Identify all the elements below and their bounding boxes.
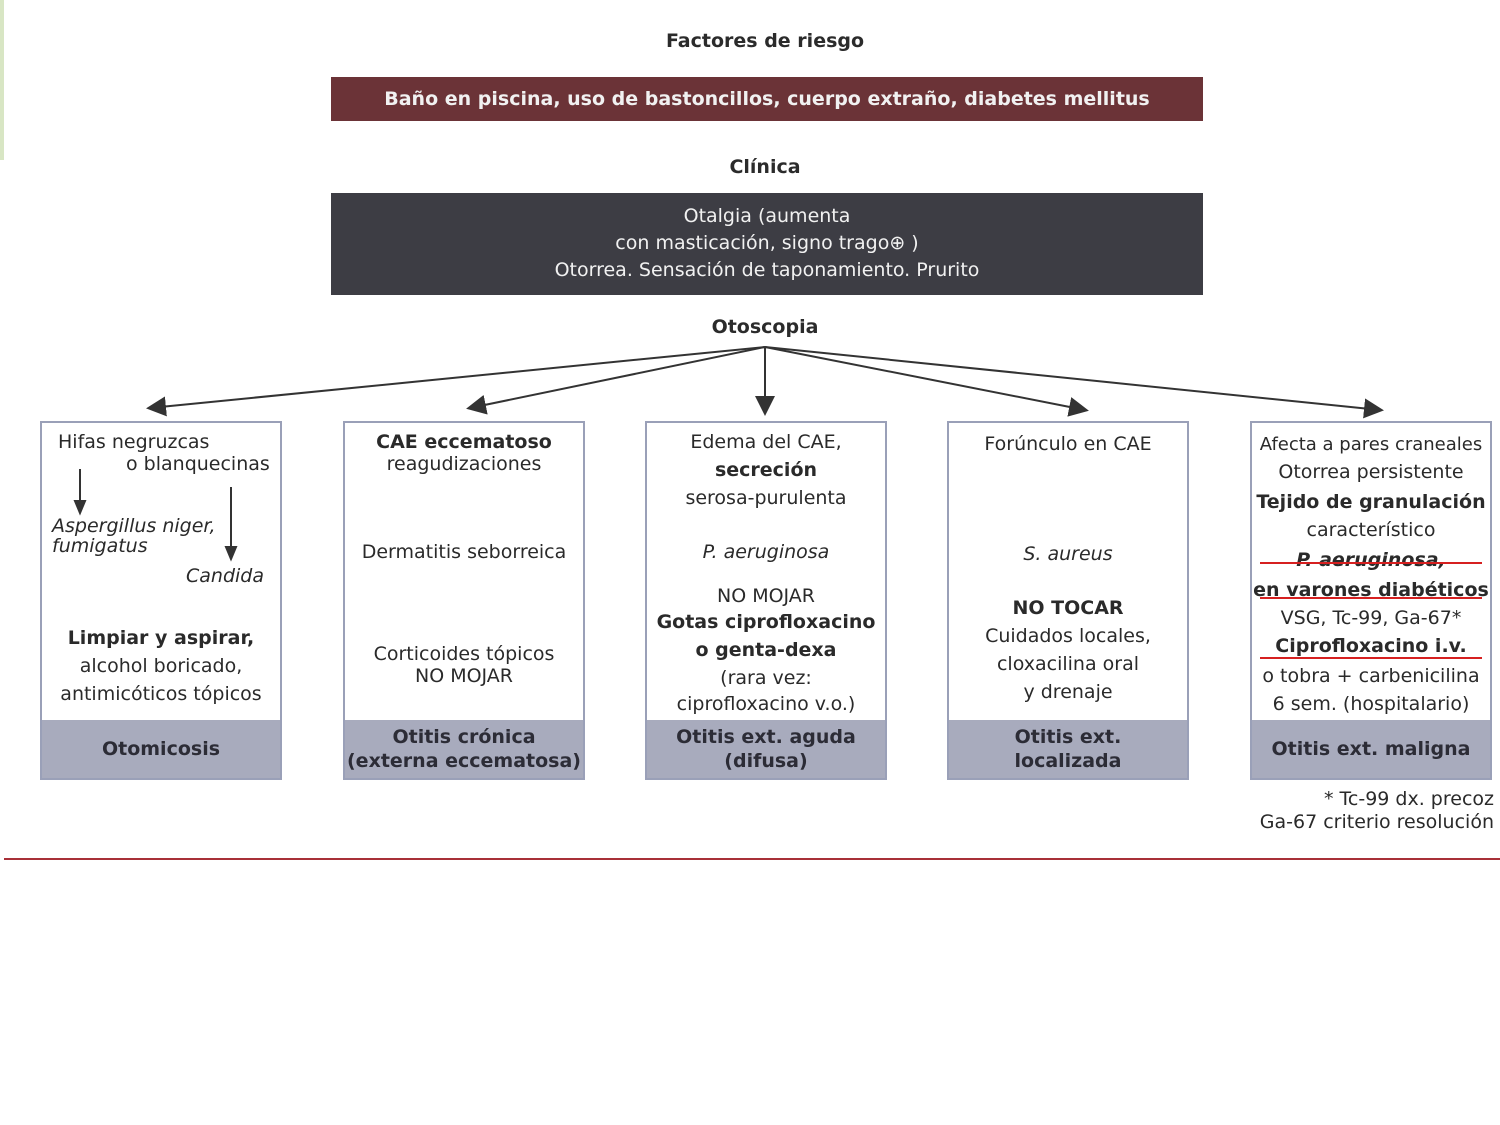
otomicosis-arrows (73, 469, 238, 562)
otomicosis-treatment-3: antimicóticos tópicos (60, 683, 262, 705)
footer-otomicosis-label: Otomicosis (101, 738, 221, 760)
clinic-line-3: Otorrea. Sensación de taponamiento. Prur… (554, 259, 980, 281)
organism-aspergillus: Aspergillus niger, (52, 515, 216, 537)
footer-otomicosis: Otomicosis (42, 720, 280, 778)
aguda-line-3: serosa-purulenta (685, 487, 847, 509)
cronica-treatment-1: Corticoides tópicos (373, 643, 555, 665)
cronica-cause: Dermatitis seborreica (361, 541, 567, 563)
maligna-line-6: en varones diabéticos (1253, 579, 1489, 601)
cronica-treatment-2: NO MOJAR (414, 665, 514, 687)
localizada-treatment-3: cloxacilina oral (996, 653, 1140, 675)
otomicosis-treatment-1: Limpiar y aspirar, (67, 627, 255, 649)
cronica-line-2: reagudizaciones (386, 453, 542, 475)
arrow-to-maligna (764, 346, 1384, 419)
heading-clinica: Clínica (729, 156, 801, 178)
maligna-line-2: Otorrea persistente (1278, 461, 1464, 483)
aguda-line-2: secreción (714, 459, 818, 481)
box-otitis-aguda: Edema del CAE, secreción serosa-purulent… (645, 421, 887, 780)
red-strike-line-3 (1260, 657, 1482, 659)
footnote-line-2: Ga-67 criterio resolución (1259, 811, 1494, 833)
arrow-to-cronica (466, 346, 766, 415)
otomicosis-line-1: Hifas negruzcas (58, 431, 210, 453)
maligna-line-8: Ciprofloxacino i.v. (1275, 635, 1467, 657)
footer-localizada-line-2: localizada (1014, 750, 1122, 772)
left-edge-decoration (0, 0, 4, 160)
footnote-line-1: * Tc-99 dx. precoz (1323, 788, 1494, 810)
maligna-line-4: característico (1306, 519, 1436, 541)
maligna-line-10: 6 sem. (hospitalario) (1272, 693, 1470, 715)
footer-otitis-cronica: Otitis crónica (externa eccematosa) (345, 720, 583, 778)
footer-otitis-localizada: Otitis ext. localizada (949, 720, 1187, 778)
heading-factores-riesgo: Factores de riesgo (665, 30, 865, 52)
red-strike-line-1 (1260, 562, 1482, 564)
footer-aguda-line-2: (difusa) (724, 750, 808, 772)
maligna-line-5: P. aeruginosa, (1296, 549, 1446, 571)
organism-candida: Candida (186, 565, 264, 587)
footer-otitis-aguda: Otitis ext. aguda (difusa) (647, 720, 885, 778)
box-otitis-maligna: Afecta a pares craneales Otorrea persist… (1250, 421, 1492, 780)
maligna-line-1: Afecta a pares craneales (1259, 434, 1483, 455)
localizada-treatment-1: NO TOCAR (1012, 597, 1124, 619)
footer-otitis-maligna: Otitis ext. maligna (1252, 720, 1490, 778)
box-otitis-cronica: CAE eccematoso reagudizaciones Dermatiti… (343, 421, 585, 780)
aguda-line-1: Edema del CAE, (690, 431, 842, 453)
arrow-to-otomicosis (146, 346, 766, 417)
clinic-line-1: Otalgia (aumenta (683, 205, 851, 227)
localizada-line-1: Forúnculo en CAE (984, 433, 1152, 455)
aguda-treatment-1: NO MOJAR (716, 585, 816, 607)
red-strike-line-2 (1260, 597, 1482, 599)
aguda-treatment-5: ciprofloxacino v.o.) (676, 693, 856, 715)
aguda-treatment-2: Gotas ciprofloxacino (656, 611, 876, 633)
clinic-bar: Otalgia (aumenta con masticación, signo … (331, 193, 1203, 295)
clinic-line-2: con masticación, signo trago⊕ ) (615, 232, 919, 254)
footer-localizada-line-1: Otitis ext. (1014, 726, 1122, 748)
arrow-to-localizada (764, 346, 1089, 417)
risk-factors-bar: Baño en piscina, uso de bastoncillos, cu… (331, 77, 1203, 121)
localizada-treatment-4: y drenaje (1023, 681, 1113, 703)
localizada-treatment-2: Cuidados locales, (985, 625, 1151, 647)
cronica-line-1: CAE eccematoso (376, 431, 552, 453)
aguda-treatment-3: o genta-dexa (695, 639, 837, 661)
maligna-line-7: VSG, Tc-99, Ga-67* (1280, 607, 1462, 629)
aguda-treatment-4: (rara vez: (720, 667, 812, 689)
footer-cronica-line-2: (externa eccematosa) (347, 750, 581, 772)
otomicosis-line-2: o blanquecinas (126, 453, 270, 475)
localizada-organism: S. aureus (1023, 543, 1113, 565)
otomicosis-treatment-2: alcohol boricado, (79, 655, 243, 677)
bottom-divider (4, 858, 1500, 860)
maligna-line-9: o tobra + carbenicilina (1262, 665, 1480, 687)
otoscopia-branch-arrows (146, 346, 1384, 419)
aguda-organism: P. aeruginosa (702, 541, 830, 563)
organism-fumigatus: fumigatus (52, 535, 148, 557)
footer-maligna-label: Otitis ext. maligna (1271, 738, 1471, 760)
box-otomicosis: Hifas negruzcas o blanquecinas Aspergill… (40, 421, 282, 780)
footer-cronica-line-1: Otitis crónica (392, 726, 536, 748)
box-otitis-localizada: Forúnculo en CAE S. aureus NO TOCAR Cuid… (947, 421, 1189, 780)
heading-otoscopia: Otoscopia (711, 316, 819, 338)
footnote: * Tc-99 dx. precoz Ga-67 criterio resolu… (1260, 788, 1494, 834)
footer-aguda-line-1: Otitis ext. aguda (676, 726, 856, 748)
maligna-line-3: Tejido de granulación (1256, 491, 1486, 513)
